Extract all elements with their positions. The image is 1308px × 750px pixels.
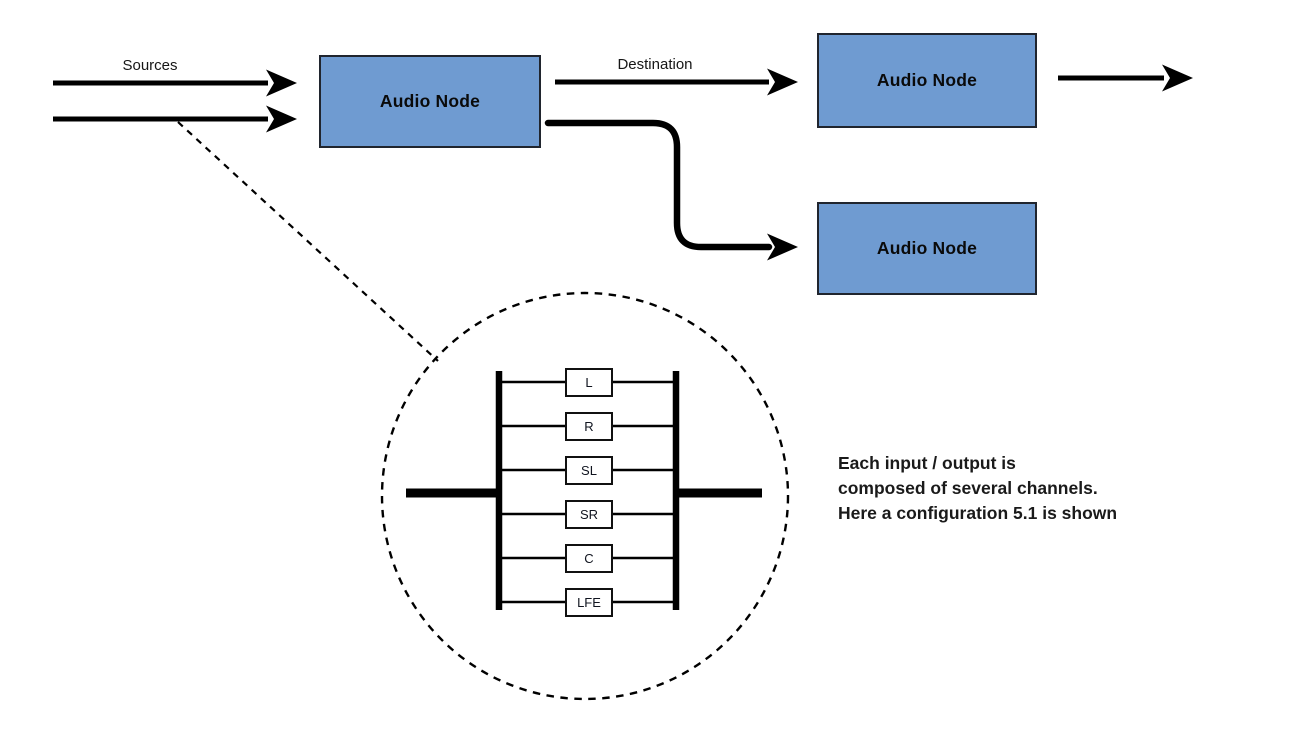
audio-node-label-2: Audio Node <box>876 70 978 90</box>
channel-box-c: C <box>565 544 613 573</box>
annotation-line-3: Here a configuration 5.1 is shown <box>838 503 1118 523</box>
channel-label-sl: SL <box>581 463 597 478</box>
channel-label-l: L <box>585 375 593 390</box>
sources-label: Sources <box>122 57 178 74</box>
branch-connector-curve <box>544 119 773 251</box>
audio-node-box-3: Audio Node <box>817 202 1037 295</box>
channel-label-c: C <box>584 551 594 566</box>
channel-label-r: R <box>584 419 594 434</box>
destination-arrow-head-icon <box>767 68 798 96</box>
branch-arrow-head-icon <box>767 233 798 261</box>
source-arrow-2-head-icon <box>266 105 297 133</box>
channel-label-sr: SR <box>579 507 599 522</box>
channel-label-lfe: LFE <box>577 595 601 610</box>
source-arrow-1-head-icon <box>266 69 297 97</box>
channel-box-l: L <box>565 368 613 397</box>
audio-node-label-3: Audio Node <box>876 238 978 258</box>
channel-box-sl: SL <box>565 456 613 485</box>
magnifier-leader-dashed-line <box>177 121 439 362</box>
output-arrow-head-icon <box>1162 64 1193 92</box>
annotation-line-1: Each input / output is <box>838 453 1016 473</box>
magnifier-circle <box>380 291 790 701</box>
audio-node-label-1: Audio Node <box>379 91 481 111</box>
audio-node-box-1: Audio Node <box>319 55 541 148</box>
annotation-text: Each input / output is composed of sever… <box>838 451 1117 526</box>
destination-label: Destination <box>617 56 693 73</box>
channel-box-r: R <box>565 412 613 441</box>
annotation-line-2: composed of several channels. <box>838 478 1098 498</box>
audio-node-box-2: Audio Node <box>817 33 1037 128</box>
channel-box-sr: SR <box>565 500 613 529</box>
channel-box-lfe: LFE <box>565 588 613 617</box>
